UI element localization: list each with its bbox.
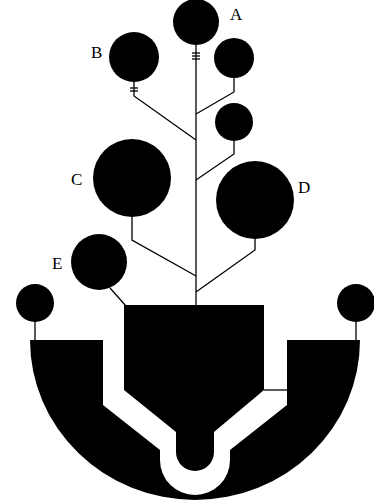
part-letter: A xyxy=(230,6,242,23)
part-letter: C xyxy=(71,171,82,188)
part-letter: E xyxy=(52,255,62,272)
part-letter: B xyxy=(91,44,102,61)
part-letter: D xyxy=(298,179,310,196)
